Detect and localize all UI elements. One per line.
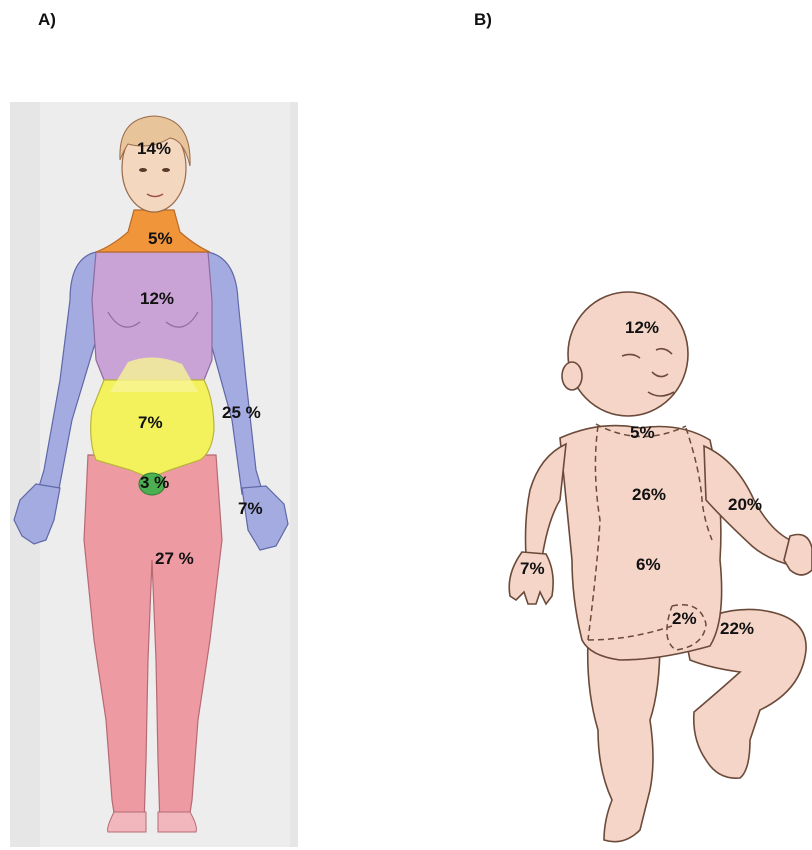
adult-neck-percent: 5%: [148, 229, 173, 248]
infant-neck-percent: 5%: [630, 423, 655, 442]
infant-trunk-percent: 26%: [632, 485, 666, 504]
adult-abdomen-percent: 7%: [138, 413, 163, 432]
infant-head-percent: 12%: [625, 318, 659, 337]
adult-genitals-percent: 3 %: [140, 473, 169, 492]
infant-standing-leg-region: [588, 640, 660, 842]
adult-left-eye: [139, 168, 147, 172]
infant-arms-percent: 20%: [728, 495, 762, 514]
infant-ear: [562, 362, 582, 390]
adult-legs-percent: 27 %: [155, 549, 194, 568]
adult-right-eye: [162, 168, 170, 172]
infant-figure: [509, 292, 812, 842]
infant-trunk-region: [560, 426, 722, 660]
infant-left-arm-region: [526, 444, 567, 558]
adult-hands-percent: 7%: [238, 499, 263, 518]
infant-abdomen-percent: 6%: [636, 555, 661, 574]
adult-trunk-percent: 12%: [140, 289, 174, 308]
adult-figure: 14% 5% 12% 7% 25 % 7% 3 % 27 %: [10, 102, 298, 847]
infant-hands-percent: 7%: [520, 559, 545, 578]
adult-left-foot: [108, 812, 146, 832]
infant-legs-percent: 22%: [720, 619, 754, 638]
adult-arms-percent: 25 %: [222, 403, 261, 422]
infant-genitals-percent: 2%: [672, 609, 697, 628]
infant-right-hand-region: [784, 535, 812, 576]
adult-head-percent: 14%: [137, 139, 171, 158]
adult-right-foot: [158, 812, 196, 832]
